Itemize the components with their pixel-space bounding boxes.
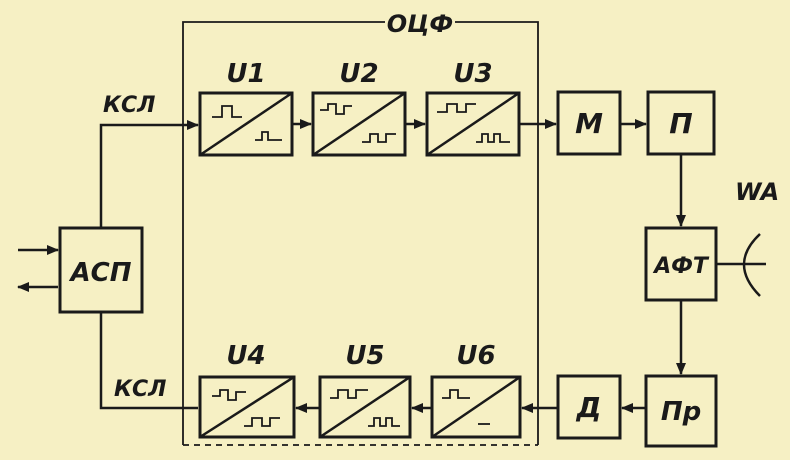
aft-block: АФТ xyxy=(644,226,718,302)
ocf-frame-label: ОЦФ xyxy=(387,10,453,38)
u3-label: U3 xyxy=(453,59,492,89)
u3-block xyxy=(425,91,521,157)
antenna-label: WA xyxy=(735,178,779,206)
ocf-frame: ОЦФ xyxy=(182,10,539,446)
pr-label: Пр xyxy=(661,397,701,427)
u5-block xyxy=(318,375,412,439)
u1-block xyxy=(198,91,294,157)
m-label: М xyxy=(575,107,603,140)
p-block: П xyxy=(646,90,716,156)
antenna-icon xyxy=(716,233,766,297)
u6-block xyxy=(430,375,522,439)
u6-label: U6 xyxy=(456,341,495,371)
u4-block xyxy=(198,375,296,439)
u2-label: U2 xyxy=(339,59,378,89)
ksl-top-link xyxy=(99,120,199,228)
pr-block: Пр xyxy=(644,374,718,448)
u5-label: U5 xyxy=(345,341,384,371)
u4-label: U4 xyxy=(226,341,265,371)
ksl-top-label: КСЛ xyxy=(103,93,155,118)
ksl-bottom-label: КСЛ xyxy=(114,377,166,402)
u2-block xyxy=(311,91,407,157)
ksl-bottom-link xyxy=(99,312,198,410)
u1-label: U1 xyxy=(226,59,265,89)
p-label: П xyxy=(669,107,692,140)
d-label: Д xyxy=(576,391,602,424)
asp-label: АСП xyxy=(69,258,132,288)
m-block: М xyxy=(556,90,622,156)
asp-block: АСП xyxy=(58,226,144,314)
d-block: Д xyxy=(556,374,622,440)
aft-label: АФТ xyxy=(652,254,710,279)
